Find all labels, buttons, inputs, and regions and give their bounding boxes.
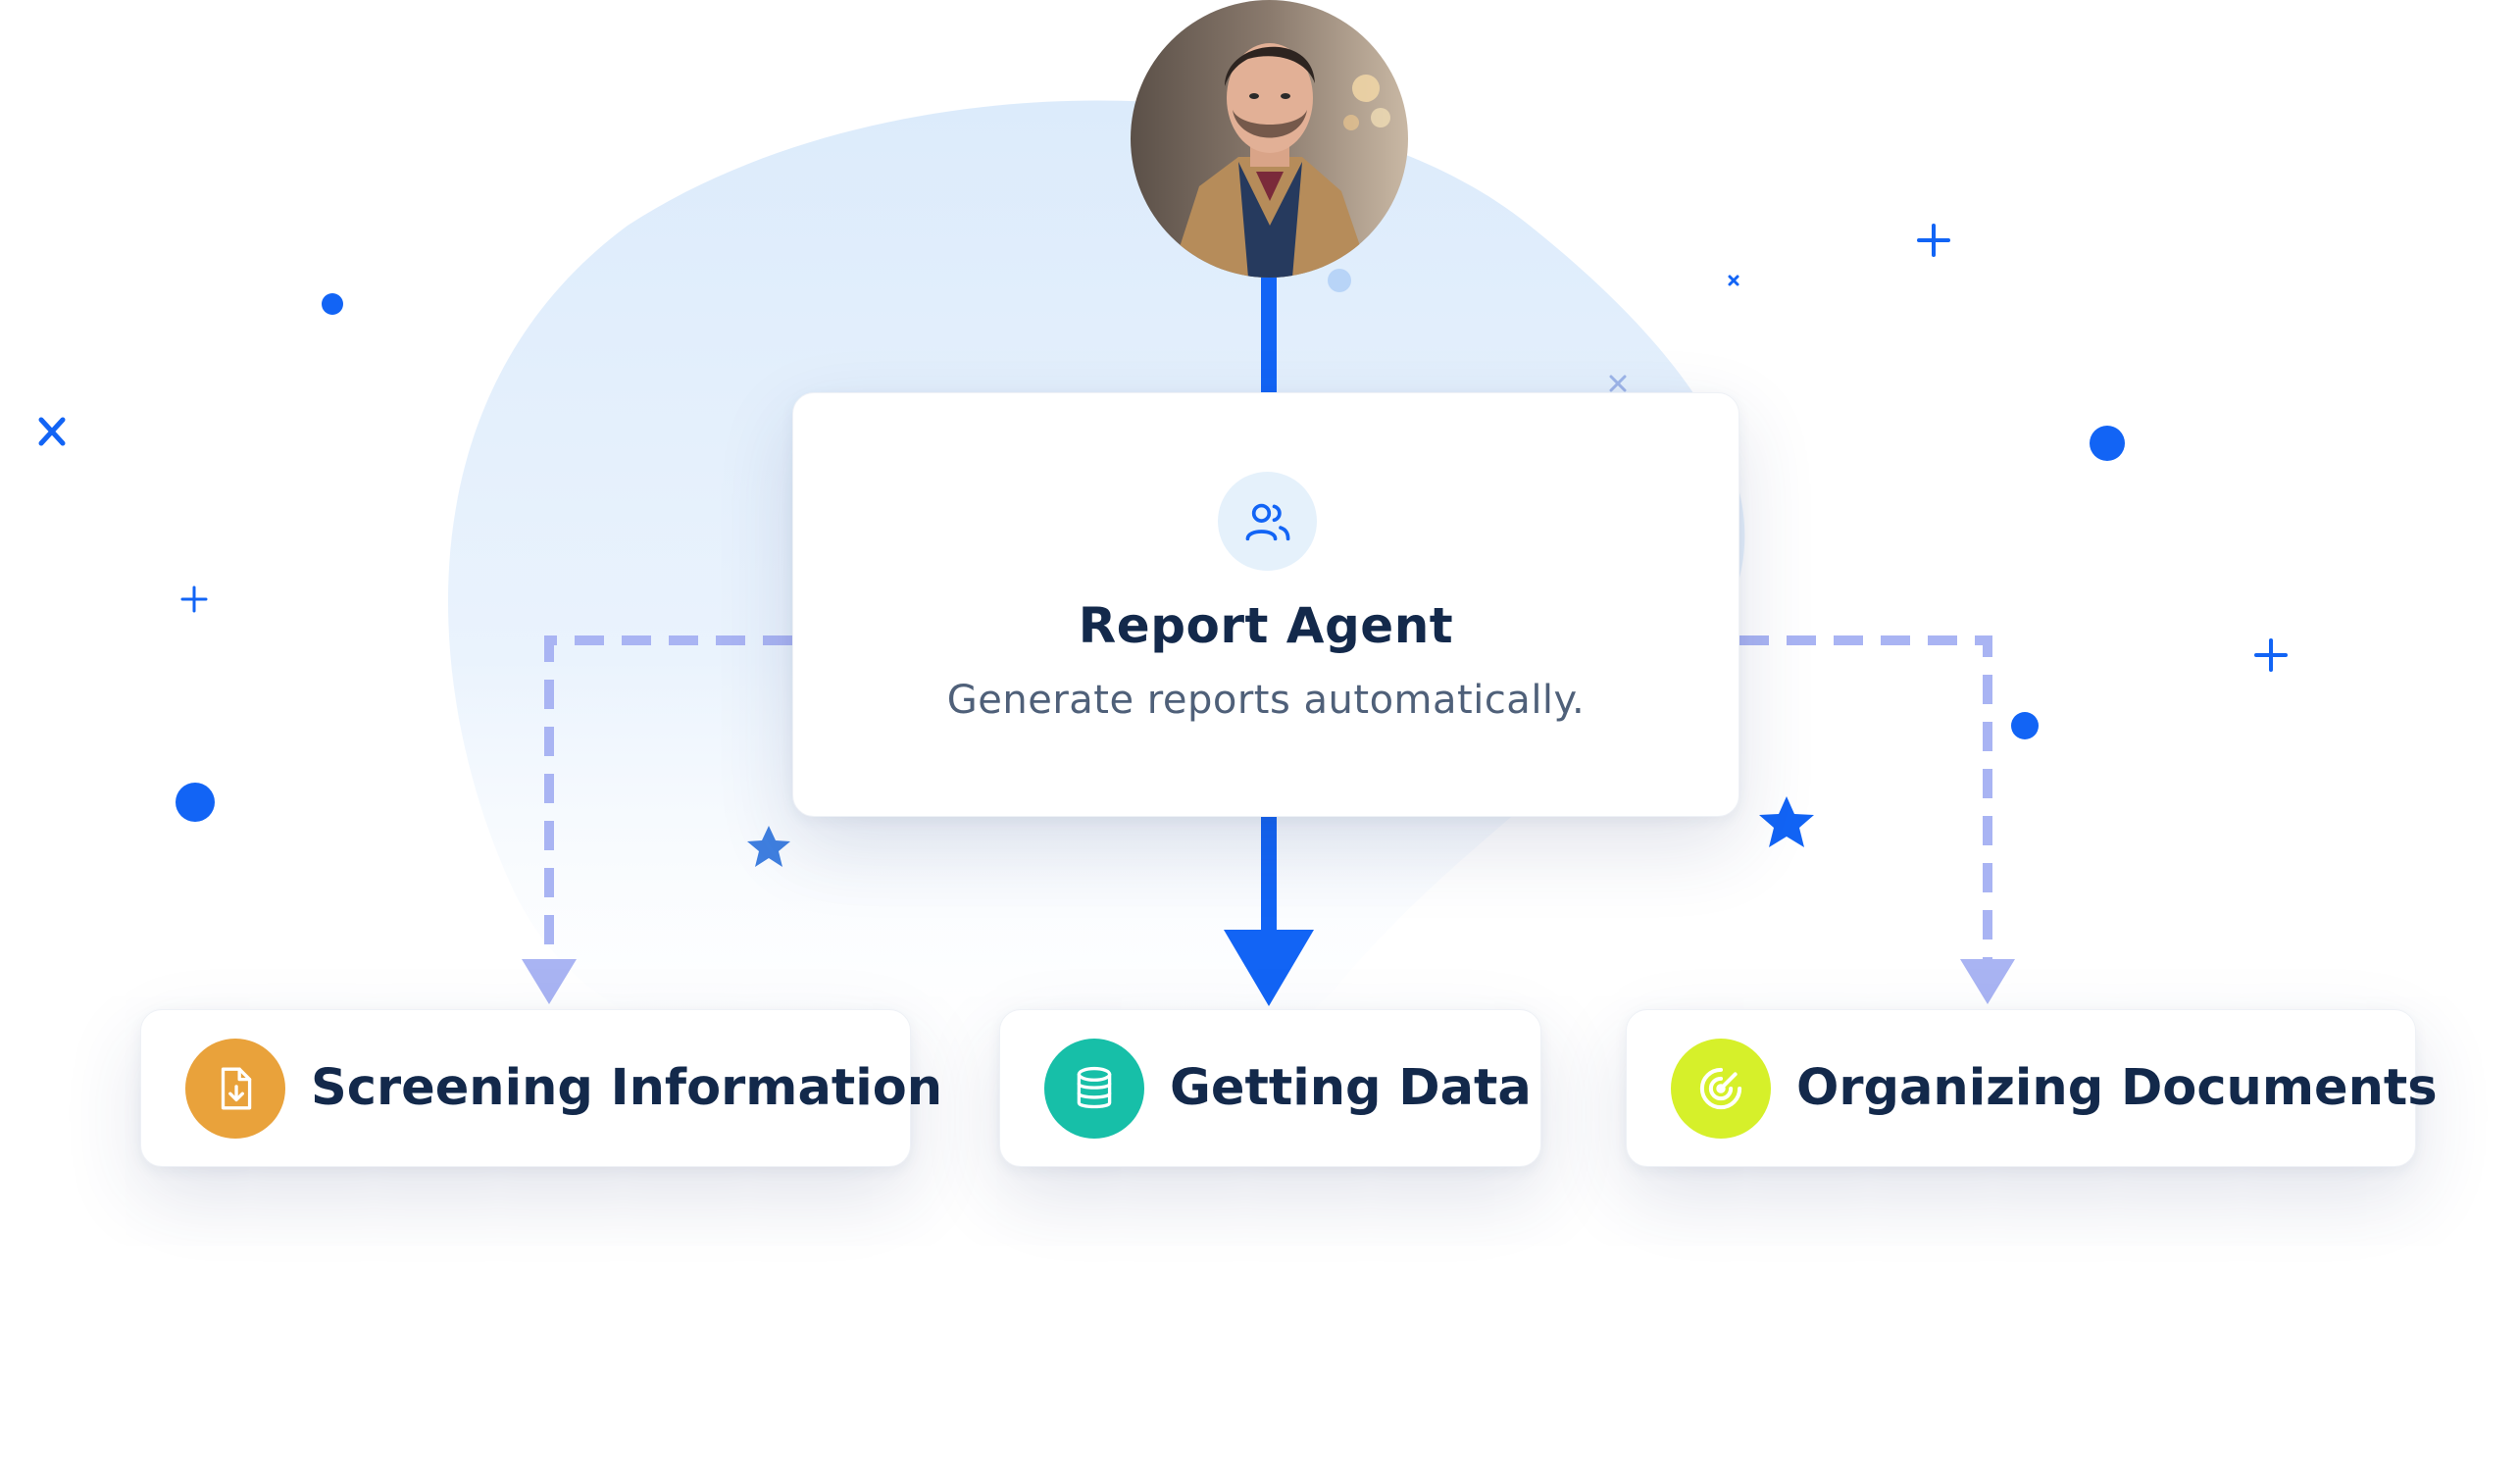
x-decoration: [1609, 375, 1627, 392]
dashed-connector-right: [1739, 635, 1992, 966]
agent-subtitle: Generate reports automatically.: [946, 678, 1586, 723]
x-decoration: [1728, 275, 1739, 286]
target-icon: [1699, 1067, 1742, 1109]
task-card-organizing[interactable]: Organizing Documents: [1626, 1009, 2438, 1167]
plus-decoration: [2254, 638, 2288, 672]
plus-decoration: [1917, 224, 1950, 257]
arrow-head-center: [1224, 930, 1314, 1006]
star-decoration: [747, 826, 790, 867]
task-label: Screening Information: [311, 1059, 943, 1117]
dot-decoration: [322, 293, 343, 315]
users-icon: [1245, 503, 1289, 540]
task-icon-badge: [1671, 1038, 1771, 1139]
task-card-getting-data[interactable]: Getting Data: [999, 1009, 1541, 1167]
task-label: Organizing Documents: [1796, 1059, 2438, 1117]
dot-decoration: [1328, 269, 1351, 292]
x-decoration: [38, 417, 66, 446]
task-icon-badge: [1044, 1038, 1144, 1139]
task-card-screening[interactable]: Screening Information: [140, 1009, 942, 1167]
dot-decoration: [176, 783, 215, 822]
task-icon-badge: [185, 1038, 285, 1139]
connector-top: [1261, 270, 1277, 395]
connector-down: [1261, 816, 1277, 934]
agent-title: Report Agent: [1078, 597, 1454, 654]
dot-decoration: [2090, 426, 2125, 461]
plus-decoration: [180, 585, 208, 613]
agent-icon-badge: [1218, 472, 1317, 571]
arrow-head-left: [522, 959, 577, 1004]
agent-avatar: [1131, 0, 1408, 278]
star-decoration: [1759, 796, 1814, 847]
database-icon: [1077, 1066, 1112, 1108]
agent-card[interactable]: Report Agent Generate reports automatica…: [792, 392, 1739, 817]
file-download-icon: [221, 1067, 252, 1109]
arrow-head-right: [1960, 959, 2015, 1004]
portrait-image: [1131, 0, 1408, 278]
dot-decoration: [2011, 712, 2039, 739]
dashed-connector-left: [544, 635, 792, 966]
task-label: Getting Data: [1170, 1059, 1532, 1117]
